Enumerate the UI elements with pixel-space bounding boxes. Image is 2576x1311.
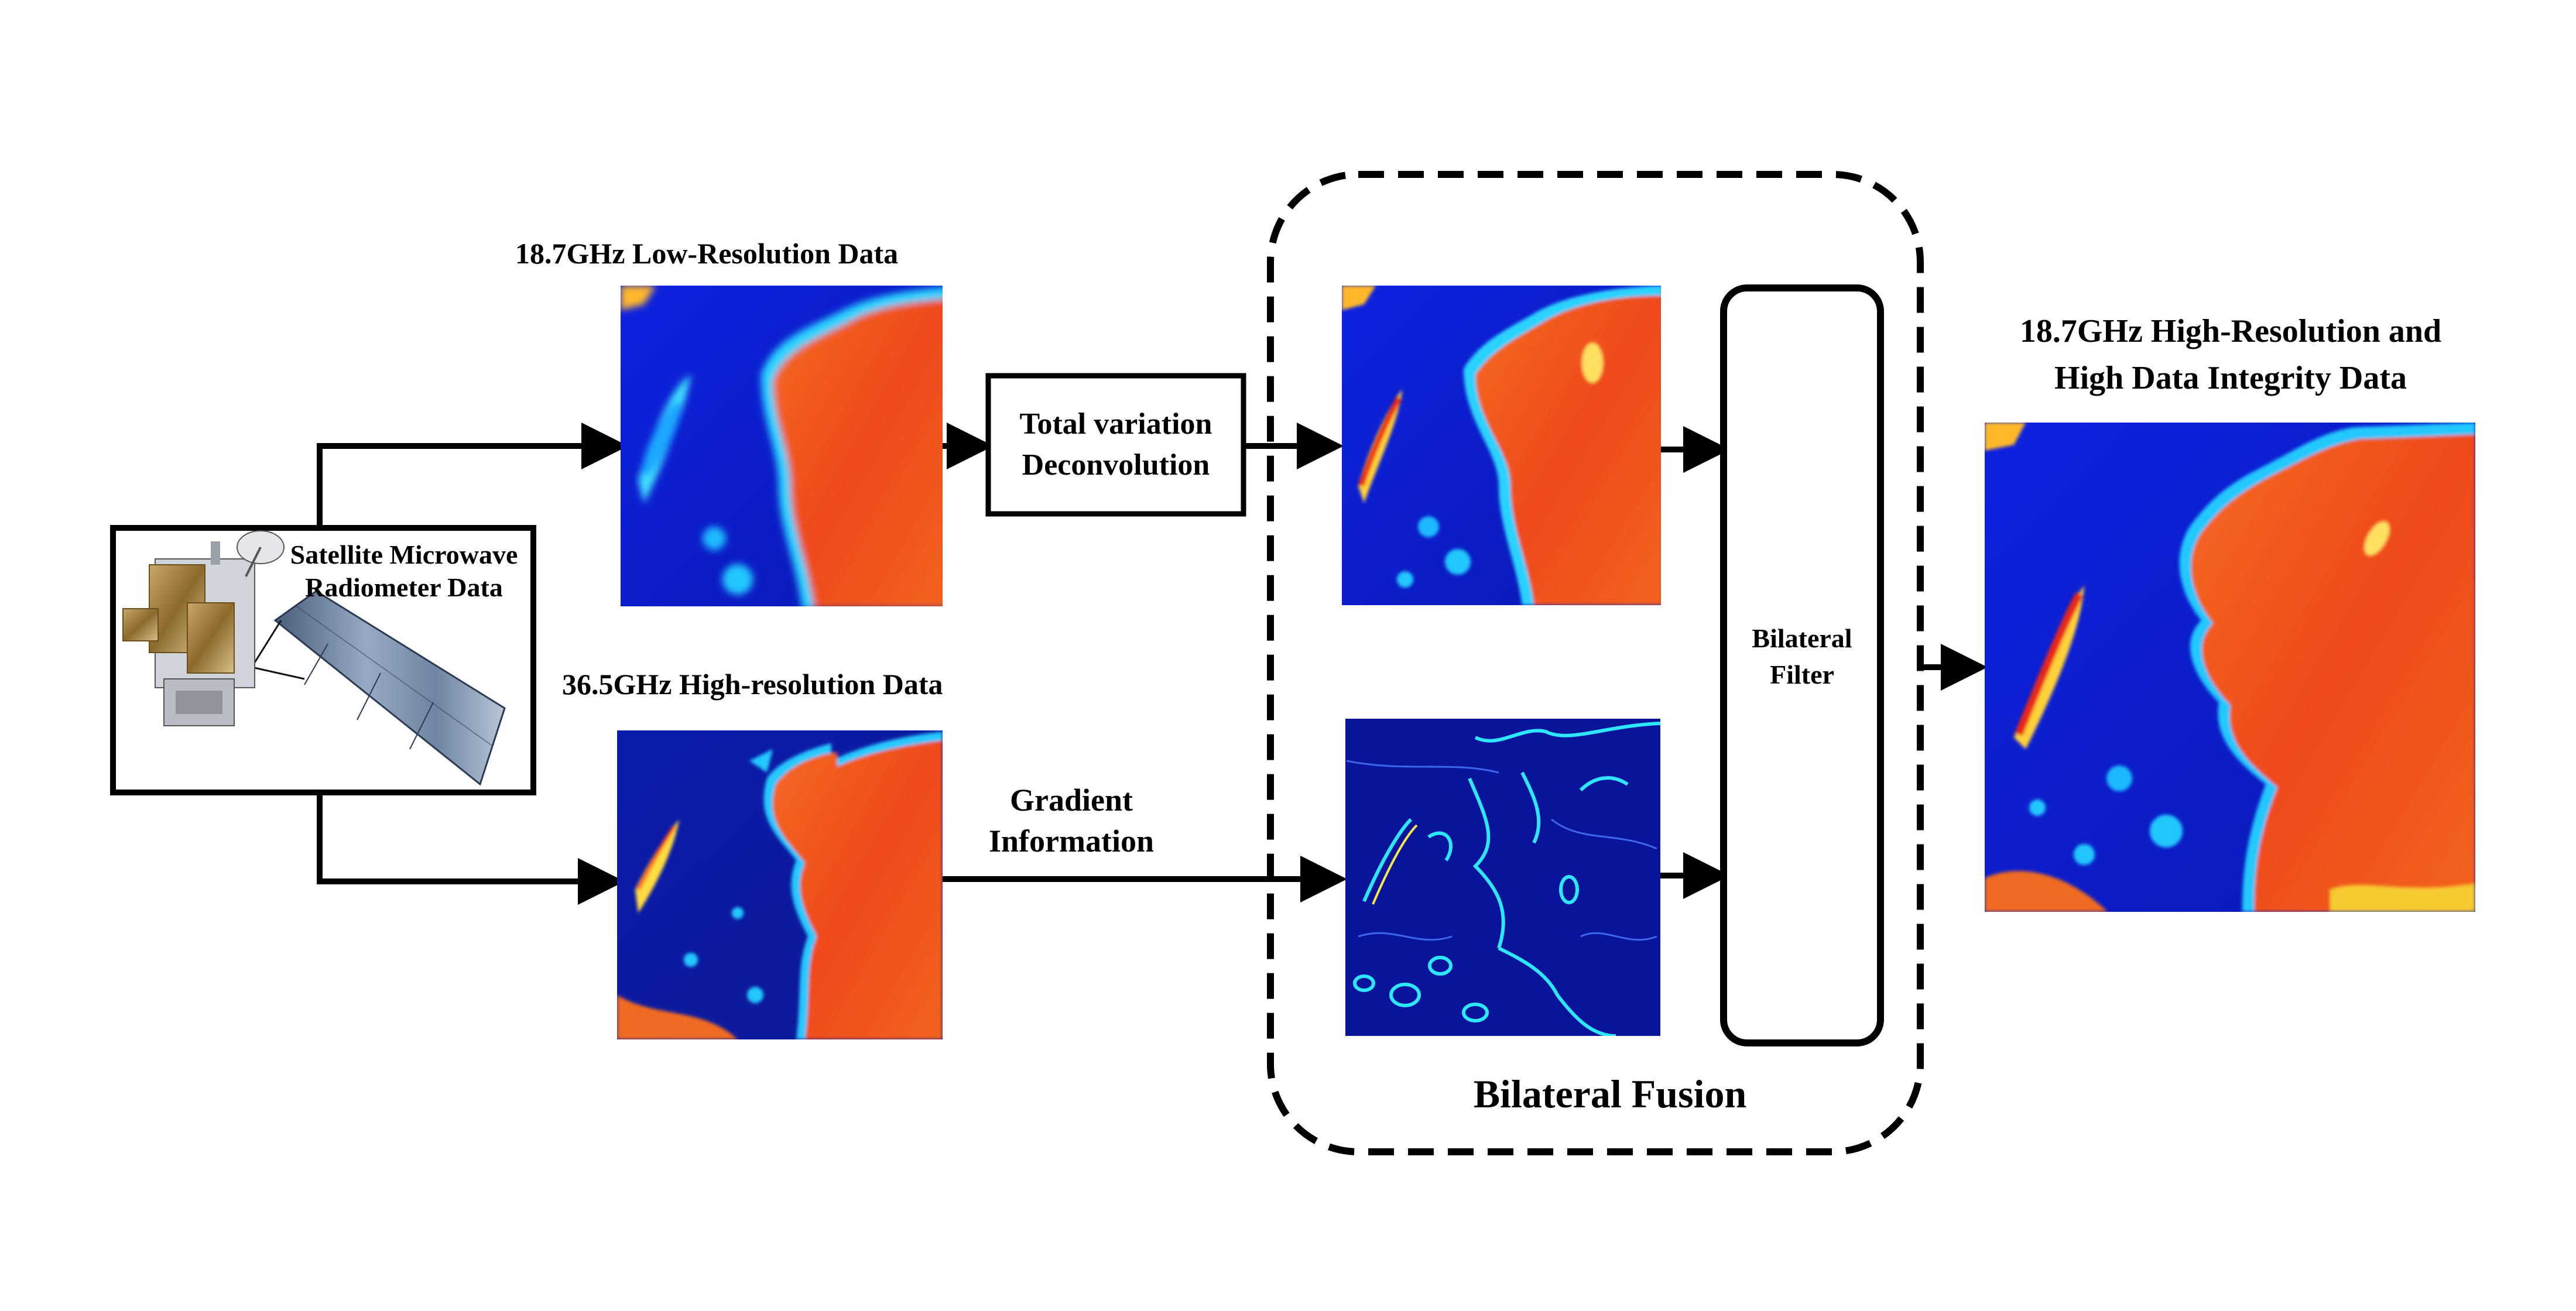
high-res-title: 36.5GHz High-resolution Data	[562, 668, 943, 701]
source-label-line2: Radiometer Data	[305, 572, 503, 602]
bilateral-filter-label: Bilateral Filter	[1724, 620, 1880, 693]
output-title: 18.7GHz High-Resolution and High Data In…	[1932, 308, 2529, 401]
bilateral-filter-box	[1720, 284, 1884, 1046]
bilateral-fusion-region	[1267, 171, 1924, 1155]
low-resolution-map	[621, 286, 943, 606]
tv-deconvolution-label: Total variation Deconvolution	[988, 404, 1244, 486]
bilateral-fusion-label: Bilateral Fusion	[1473, 1072, 1747, 1116]
gradient-label: Gradient Information	[948, 780, 1194, 862]
tv-label-line2: Deconvolution	[1022, 448, 1210, 482]
source-label-line1: Satellite Microwave	[290, 540, 518, 569]
gradient-map	[1345, 719, 1660, 1036]
source-branch-arrows	[317, 423, 628, 905]
deconvolved-map	[1342, 286, 1661, 605]
satellite-icon	[122, 530, 506, 786]
filter-label-line2: Filter	[1770, 660, 1834, 689]
output-map	[1985, 423, 2475, 912]
gradient-label-line2: Information	[989, 823, 1154, 859]
low-res-title: 18.7GHz Low-Resolution Data	[515, 237, 899, 270]
tv-label-line1: Total variation	[1019, 407, 1212, 441]
high-resolution-map	[617, 730, 943, 1039]
gradient-label-line1: Gradient	[1010, 783, 1133, 818]
output-title-line1: 18.7GHz High-Resolution and	[2019, 313, 2442, 349]
source-label: Satellite Microwave Radiometer Data	[281, 538, 527, 604]
output-title-line2: High Data Integrity Data	[2054, 360, 2407, 396]
filter-label-line1: Bilateral	[1752, 623, 1852, 653]
